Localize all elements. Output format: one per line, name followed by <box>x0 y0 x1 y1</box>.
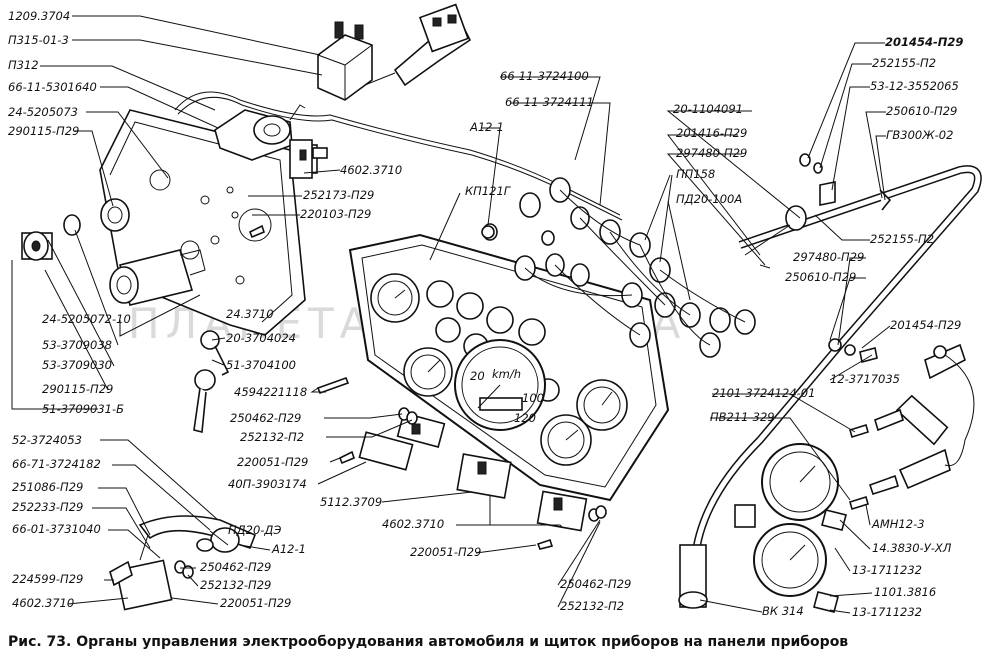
part-label: ПП158 <box>676 167 715 181</box>
lamp-assembly <box>109 515 257 611</box>
part-label: 220051-П29 <box>237 455 308 469</box>
part-label: 1209.3704 <box>8 9 70 23</box>
part-label: АМН12-3 <box>871 517 925 531</box>
part-label: 250462-П29 <box>230 411 301 425</box>
speedometer-cable-and-pipe <box>678 153 982 609</box>
part-label: 24-5205072-10 <box>42 312 131 326</box>
round-knob-assembly <box>21 198 130 261</box>
part-label: 2101-3724124-01 <box>712 386 815 400</box>
part-label: 20-1104091 <box>673 102 743 116</box>
part-label: 252155-П2 <box>872 56 936 70</box>
part-label: 224599-П29 <box>12 572 83 586</box>
part-label: 201454-П29 <box>885 35 963 49</box>
part-label: 53-12-3552065 <box>870 79 959 93</box>
part-label: 52-3724053 <box>12 433 82 447</box>
part-label: 66-01-3731040 <box>12 522 101 536</box>
part-label: 1101.3816 <box>874 585 936 599</box>
part-label: 252233-П29 <box>12 500 83 514</box>
part-label: 51-3709031-Б <box>42 402 124 416</box>
part-label: ПД20-ДЭ <box>228 523 281 537</box>
part-label: КП121Г <box>465 184 512 198</box>
part-label: ПВ211-329 <box>710 410 775 424</box>
part-label: 297480-П29 <box>676 146 747 160</box>
speedometer-dial: km/h 20 120 100 <box>454 339 546 431</box>
speedometer-mark-20: 20 <box>470 369 485 383</box>
part-label: 51-3704100 <box>226 358 296 372</box>
part-label: 4594221118 <box>234 385 307 399</box>
figure-caption: Рис. 73. Органы управления электрооборуд… <box>8 634 848 650</box>
part-label: 53-3709038 <box>42 338 112 352</box>
part-label: 250462-П29 <box>560 577 631 591</box>
relay-assembly <box>317 3 472 101</box>
part-label: 24.3710 <box>226 307 274 321</box>
part-label: 4602.3710 <box>12 596 74 610</box>
part-label: ВК 314 <box>762 604 804 618</box>
bulb-sockets <box>482 177 756 358</box>
figure-caption-text: Органы управления электрооборудования ав… <box>76 634 849 650</box>
part-label: 252155-П2 <box>870 232 934 246</box>
part-label: 250610-П29 <box>785 270 856 284</box>
part-label: 297480-П29 <box>793 250 864 264</box>
part-label: П312 <box>8 58 39 72</box>
part-label: 252132-П2 <box>240 430 304 444</box>
part-label: 24-5205073 <box>8 105 78 119</box>
ignition-keys <box>193 330 230 434</box>
part-label: 4602.3710 <box>340 163 402 177</box>
speedometer-mark-120: 120 <box>514 411 536 425</box>
leader-lines <box>11 15 891 614</box>
toggle-switch-top <box>289 139 313 179</box>
part-label: 250462-П29 <box>200 560 271 574</box>
part-labels: 1209.3704 П315-01-3 П312 66-11-5301640 2… <box>8 9 963 619</box>
part-label: 5112.3709 <box>320 495 382 509</box>
part-label: 220051-П29 <box>220 596 291 610</box>
part-label: 252173-П29 <box>303 188 374 202</box>
speedometer-mark-100: 100 <box>522 391 544 405</box>
part-label: 20-3704024 <box>226 331 296 345</box>
part-label: 220103-П29 <box>300 207 371 221</box>
part-label: П315-01-3 <box>8 33 69 47</box>
part-label: 14.3830-У-ХЛ <box>872 541 952 555</box>
part-label: 252132-П2 <box>560 599 624 613</box>
speedometer-unit: km/h <box>492 367 521 381</box>
part-label: 250610-П29 <box>886 104 957 118</box>
part-label: 13-1711232 <box>852 605 922 619</box>
part-label: 53-3709030 <box>42 358 112 372</box>
sensor-bulbs-right <box>849 343 975 511</box>
part-label: 290115-П29 <box>42 382 113 396</box>
part-label: 13-1711232 <box>852 563 922 577</box>
part-label: 220051-П29 <box>410 545 481 559</box>
part-label: 201416-П29 <box>676 126 747 140</box>
part-label: 252132-П29 <box>200 578 271 592</box>
part-label: 66-11-3724111 <box>505 95 594 109</box>
part-label: 66-71-3724182 <box>12 457 101 471</box>
part-label: 40П-3903174 <box>228 477 307 491</box>
figure-number: Рис. 73. <box>8 634 72 650</box>
part-label: 290115-П29 <box>8 124 79 138</box>
part-label: А12-1 <box>469 120 504 134</box>
part-label: 66-11-5301640 <box>8 80 97 94</box>
part-label: ПД20-100А <box>676 192 742 206</box>
pressure-gauges <box>734 443 847 613</box>
part-label: 251086-П29 <box>12 480 83 494</box>
screws-and-washers <box>248 224 607 550</box>
part-label: 201454-П29 <box>890 318 961 332</box>
part-label: 4602.3710 <box>382 517 444 531</box>
part-label: 12-3717035 <box>830 372 900 386</box>
part-label: ГВ300Ж-02 <box>886 128 953 142</box>
part-label: 66-11-3724100 <box>500 69 589 83</box>
ignition-switch-assembly <box>109 249 206 306</box>
part-label: А12-1 <box>271 542 306 556</box>
